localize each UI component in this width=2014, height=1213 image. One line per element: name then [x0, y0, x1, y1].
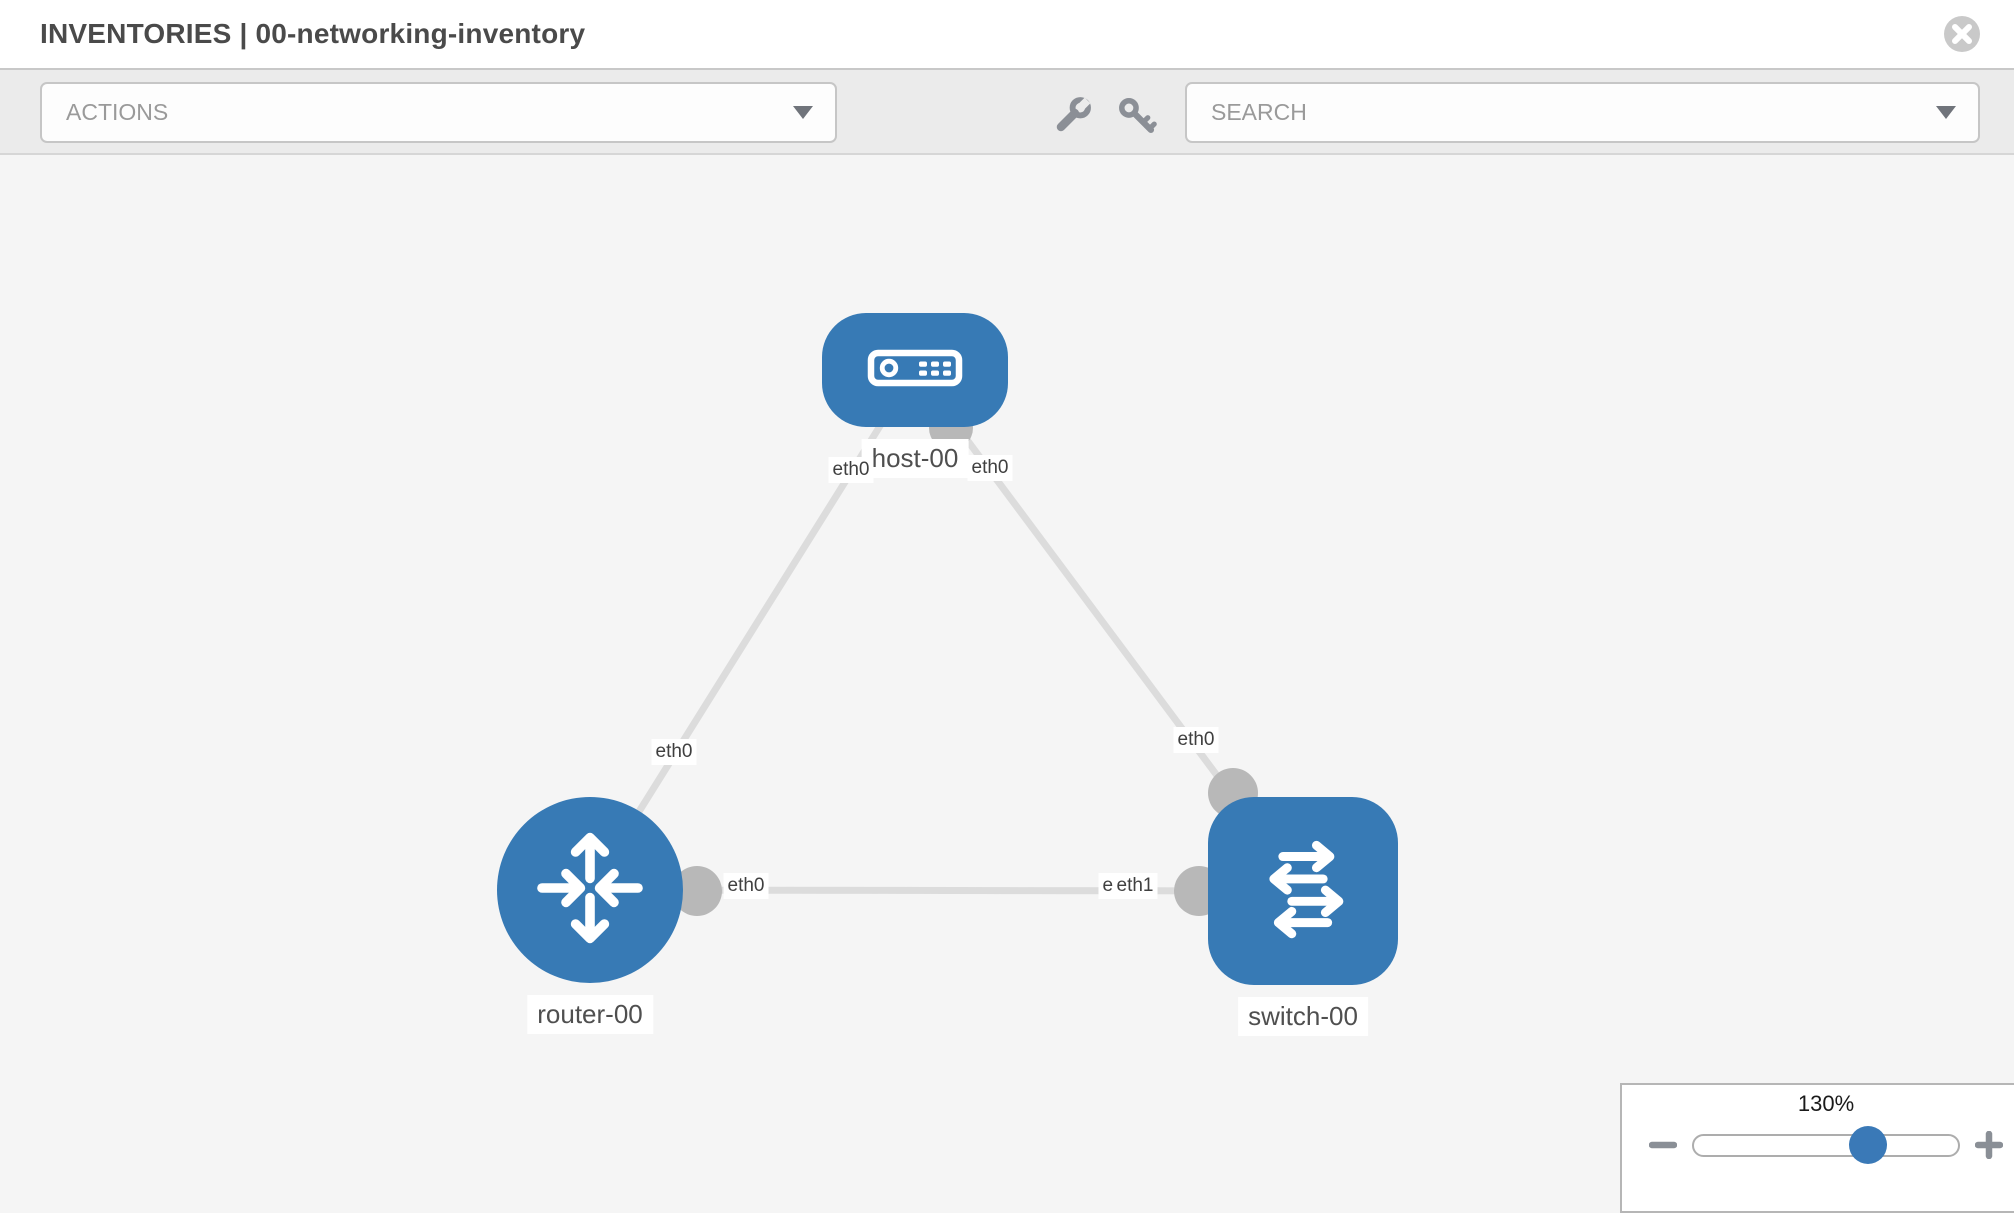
- zoom-slider[interactable]: [1692, 1126, 1960, 1164]
- configure-button[interactable]: [1050, 94, 1094, 138]
- close-icon: [1943, 16, 1981, 56]
- interface-label: eth0: [967, 455, 1013, 481]
- chevron-down-icon: [1936, 106, 1956, 119]
- interface-label: eth0: [1173, 727, 1219, 753]
- plus-icon: [1974, 1130, 2004, 1162]
- interface-label: eth0: [651, 739, 697, 765]
- node-label: switch-00: [1238, 997, 1368, 1036]
- switch-icon: [1247, 833, 1359, 950]
- node-host-00[interactable]: host-00: [822, 313, 1008, 478]
- zoom-in-button[interactable]: [1972, 1129, 2006, 1163]
- zoom-slider-thumb[interactable]: [1849, 1126, 1888, 1164]
- search-placeholder: SEARCH: [1211, 99, 1307, 125]
- zoom-panel: 130%: [1620, 1083, 2014, 1213]
- topology-canvas[interactable]: host-00 router-00: [0, 155, 2014, 1200]
- node-label: router-00: [527, 995, 653, 1034]
- key-icon: [1115, 98, 1159, 141]
- router-icon: [530, 828, 650, 953]
- page-title: INVENTORIES | 00-networking-inventory: [40, 18, 586, 49]
- close-button[interactable]: [1943, 15, 1981, 53]
- topology-link: [587, 368, 918, 892]
- topology-links-layer: [587, 367, 1306, 916]
- search-dropdown[interactable]: SEARCH: [1185, 82, 1980, 143]
- interface-point[interactable]: [672, 866, 722, 916]
- zoom-level-value: 130%: [1797, 1091, 1855, 1116]
- actions-dropdown-label: ACTIONS: [66, 99, 169, 125]
- chevron-down-icon: [793, 106, 813, 119]
- wrench-icon: [1050, 97, 1094, 141]
- node-router-00[interactable]: router-00: [497, 797, 683, 1034]
- interface-label: eth0: [723, 873, 769, 899]
- minus-icon: [1648, 1141, 1678, 1162]
- interface-label: eth0: [828, 457, 874, 483]
- node-label: host-00: [861, 439, 969, 478]
- toolbar: ACTIONS SEARCH: [0, 70, 2014, 155]
- node-switch-00[interactable]: switch-00: [1208, 797, 1398, 1036]
- interface-label: eth1: [1112, 873, 1158, 899]
- zoom-out-button[interactable]: [1646, 1129, 1680, 1163]
- page-header: INVENTORIES | 00-networking-inventory: [0, 0, 2014, 70]
- credentials-button[interactable]: [1115, 94, 1159, 138]
- host-icon: [867, 349, 963, 392]
- actions-dropdown[interactable]: ACTIONS: [40, 82, 837, 143]
